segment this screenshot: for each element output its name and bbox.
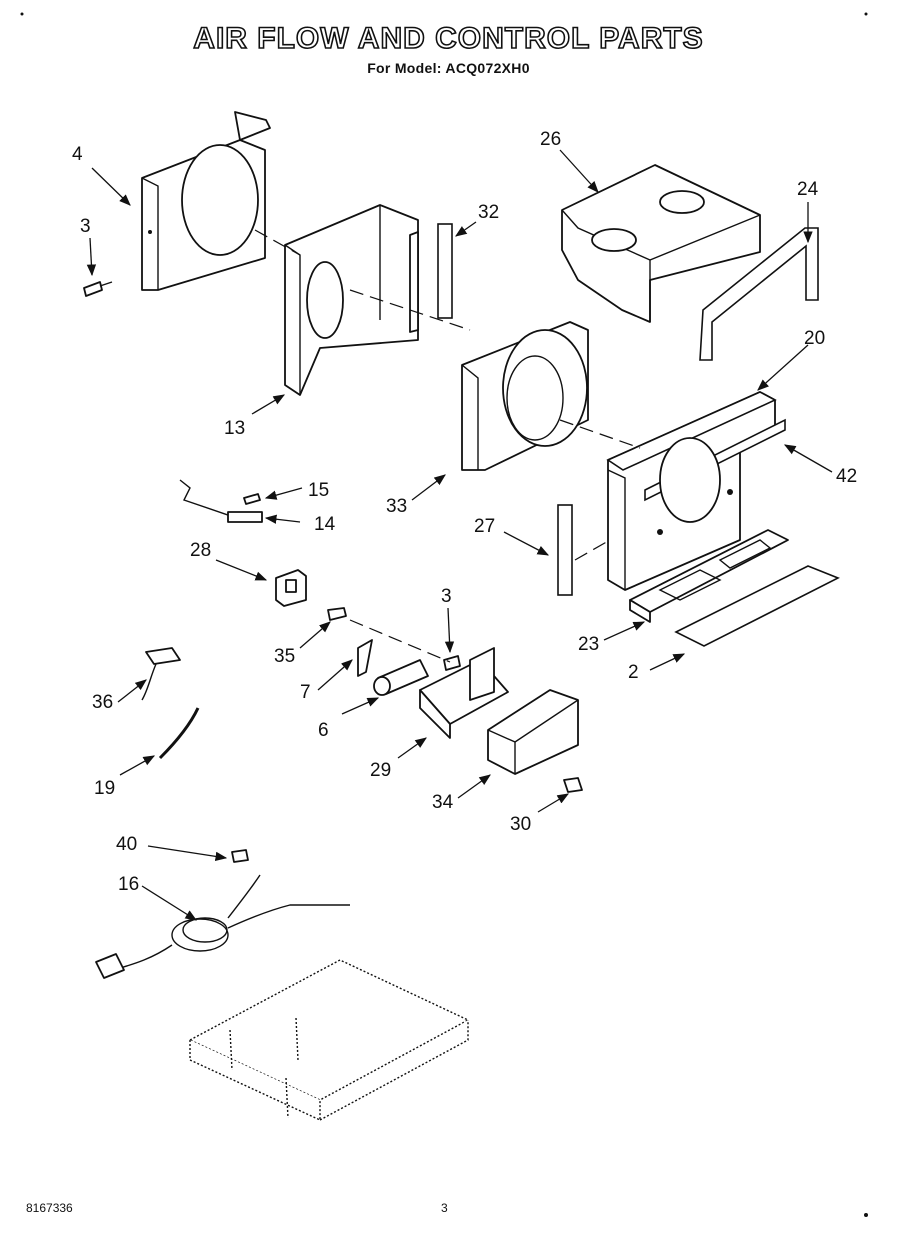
part-35-screw — [327, 607, 347, 621]
callout-3-mid: 3 — [441, 586, 452, 607]
part-3-screw-left — [83, 281, 113, 297]
callout-14: 14 — [314, 514, 336, 535]
part-16-power-cord — [95, 874, 350, 979]
part-33-scroll-housing — [461, 321, 589, 471]
part-20-evaporator-panel — [606, 391, 786, 591]
model-subtitle: For Model: ACQ072XH0 — [367, 60, 530, 76]
part-27-foam-strip — [557, 504, 573, 596]
callout-27: 27 — [474, 516, 495, 537]
part-32-foam-strip — [437, 223, 453, 319]
part-7-clamp — [357, 639, 373, 677]
callout-23: 23 — [578, 634, 599, 655]
callout-26: 26 — [540, 129, 561, 150]
callout-36: 36 — [92, 692, 113, 713]
alignment-lines — [254, 229, 641, 663]
part-19-tube — [158, 707, 200, 760]
part-23-drain-tray — [629, 529, 789, 623]
part-29-bracket — [419, 647, 509, 739]
callout-2: 2 — [628, 662, 639, 683]
part-30-screw — [563, 777, 583, 793]
part-26-cover — [561, 164, 761, 323]
callout-33: 33 — [386, 496, 407, 517]
part-28-switch — [275, 569, 307, 607]
part-34-cover-plate — [487, 689, 579, 775]
part-40-screw — [231, 849, 249, 863]
callout-40: 40 — [116, 834, 137, 855]
callout-15: 15 — [308, 480, 329, 501]
callout-13: 13 — [224, 418, 245, 439]
page-title: AIR FLOW AND CONTROL PARTS — [192, 21, 704, 56]
callout-35: 35 — [274, 646, 295, 667]
callout-16: 16 — [118, 874, 139, 895]
doc-number: 8167336 — [26, 1201, 73, 1215]
callout-24: 24 — [797, 179, 819, 200]
callout-arrows — [86, 149, 833, 921]
callout-29: 29 — [370, 760, 391, 781]
callout-20: 20 — [804, 328, 825, 349]
callout-4: 4 — [72, 144, 83, 165]
callout-7: 7 — [300, 682, 311, 703]
corner-marks — [20, 12, 868, 1217]
callout-30: 30 — [510, 814, 531, 835]
callout-34: 34 — [432, 792, 454, 813]
callout-19: 19 — [94, 778, 115, 799]
page-number: 3 — [441, 1201, 448, 1215]
part-4-shroud — [141, 111, 271, 291]
callout-42: 42 — [836, 466, 857, 487]
callout-6: 6 — [318, 720, 329, 741]
part-3-screw-mid — [443, 655, 461, 671]
part-36-connector — [141, 647, 181, 701]
part-13-orifice-panel — [284, 204, 419, 396]
callout-labels: 4 3 13 32 26 24 20 42 33 15 14 27 28 3 2… — [72, 129, 857, 895]
callout-32: 32 — [478, 202, 499, 223]
base-pan-reference — [188, 959, 470, 1122]
part-6-capacitor — [373, 659, 429, 696]
callout-28: 28 — [190, 540, 211, 561]
part-2-filter — [674, 565, 840, 647]
part-15-14-sensor-wire — [179, 479, 263, 523]
callout-3-left: 3 — [80, 216, 91, 237]
